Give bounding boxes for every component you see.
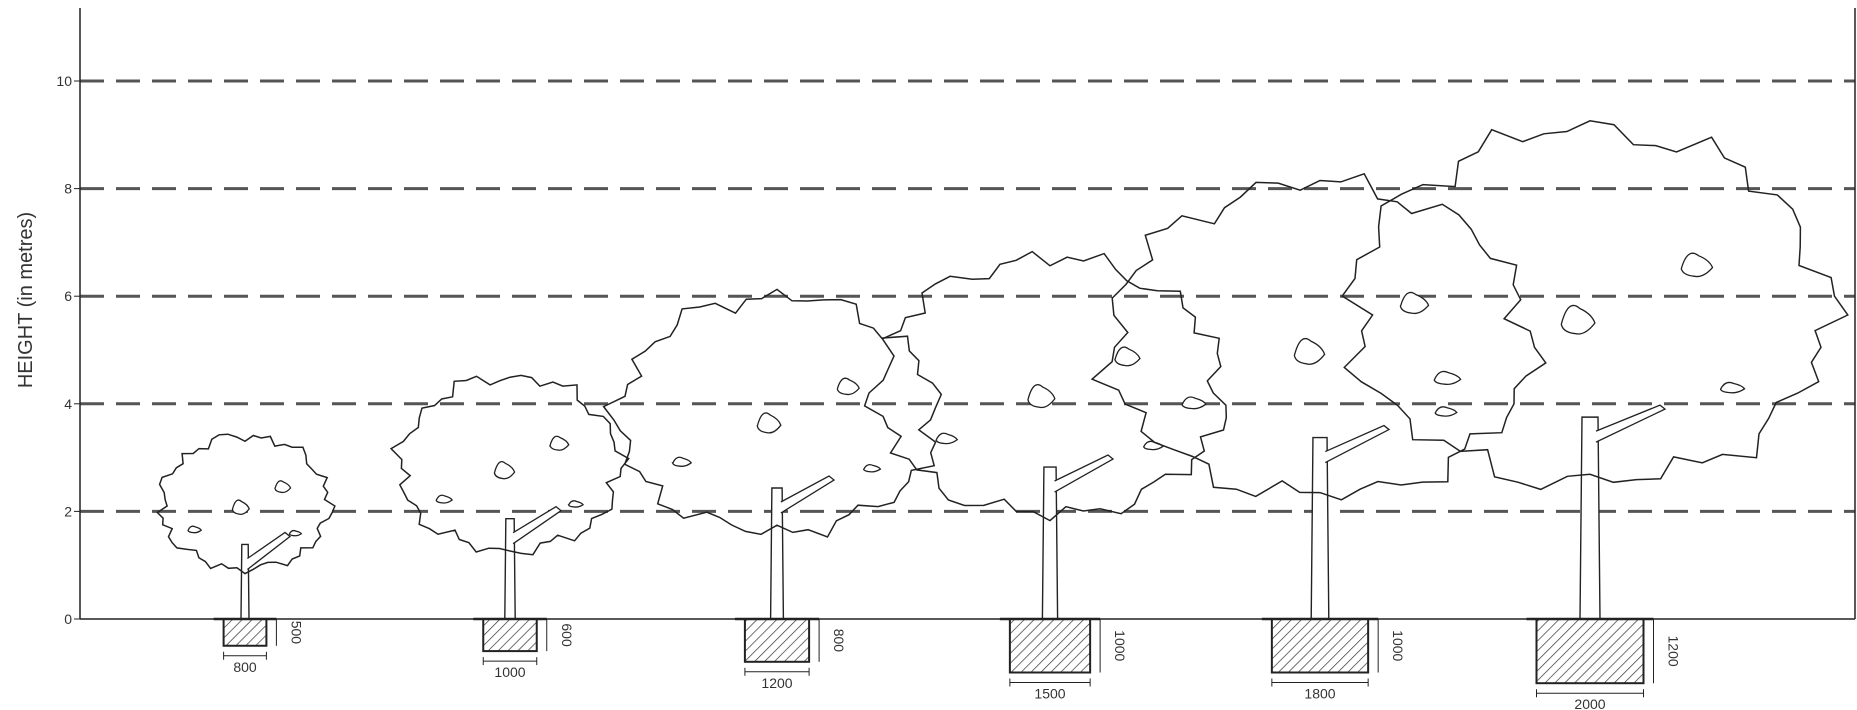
- tree-6: 2000 1200: [1341, 120, 1849, 710]
- trees: 8005001000600120080015001000180010002000…: [156, 120, 1849, 710]
- foliage-clump: [549, 435, 570, 451]
- pit-depth-label: 1000: [1390, 630, 1406, 661]
- pit-depth-label: 500: [288, 621, 304, 645]
- tree-4: 1500 1000: [863, 250, 1228, 702]
- pit-depth-label: 1000: [1112, 630, 1128, 661]
- pit-depth-label: 600: [559, 623, 575, 647]
- pit-width-label: 800: [233, 659, 257, 675]
- y-tick-label: 8: [64, 181, 72, 197]
- foliage-clump: [1560, 304, 1596, 335]
- foliage-clump: [288, 529, 303, 537]
- foliage-clump: [935, 432, 959, 445]
- pit-width-label: 1200: [761, 675, 792, 691]
- pit-width-label: 1000: [494, 664, 525, 680]
- y-tick-label: 4: [64, 396, 72, 412]
- foliage-clump: [1114, 346, 1141, 367]
- y-tick-label: 0: [64, 611, 72, 627]
- y-axis-label: HEIGHT (in metres): [15, 212, 37, 388]
- foliage-clump: [1719, 381, 1746, 394]
- foliage-clump: [1433, 370, 1462, 386]
- tree-pit: [1008, 618, 1092, 674]
- foliage-clump: [274, 480, 292, 494]
- foliage-clump: [231, 499, 250, 515]
- tree-branch: [247, 531, 292, 571]
- foliage-clump: [1293, 337, 1326, 365]
- tree-5: 1800 1000: [1090, 172, 1547, 702]
- foliage-clump: [1399, 291, 1430, 315]
- tree-trunk: [1579, 416, 1601, 620]
- pit-depth-label: 1200: [1666, 636, 1682, 667]
- tree-pit: [1535, 618, 1645, 685]
- y-tick-label: 6: [64, 288, 72, 304]
- tree-branch: [512, 505, 563, 545]
- y-tick-label: 10: [56, 73, 72, 89]
- foliage-clump: [1434, 406, 1458, 417]
- tree-canopy: [602, 288, 943, 538]
- tree-trunk: [240, 543, 250, 620]
- foliage-clump: [1027, 384, 1056, 409]
- y-tick-labels: 0 2 4 6 8 10: [56, 73, 80, 627]
- tree-branch: [1324, 424, 1391, 464]
- pit-width-label: 1500: [1034, 686, 1065, 702]
- foliage-clump: [1680, 252, 1714, 278]
- tree-canopy: [389, 374, 630, 556]
- foliage-clump: [1142, 440, 1164, 451]
- tree-pit: [743, 618, 811, 663]
- tree-canopy: [863, 250, 1228, 522]
- pit-width-label: 1800: [1304, 686, 1335, 702]
- tree-1: 800 500: [156, 433, 336, 675]
- tree-pit: [482, 618, 538, 653]
- foliage-clump: [862, 463, 882, 473]
- foliage-clump: [187, 525, 203, 534]
- tree-3: 1200 800: [602, 288, 943, 691]
- tree-2: 1000 600: [389, 374, 630, 680]
- tree-canopy: [156, 433, 336, 575]
- tree-branch: [780, 475, 836, 514]
- foliage-clump: [567, 500, 584, 508]
- tree-pit: [222, 618, 268, 647]
- tree-canopy: [1341, 120, 1849, 491]
- tree-branch: [1054, 454, 1115, 493]
- pit-depth-label: 800: [831, 629, 847, 653]
- foliage-clump: [435, 494, 453, 504]
- tree-trunk: [1310, 436, 1330, 620]
- tree-branch: [1595, 404, 1667, 443]
- foliage-clump: [756, 412, 782, 434]
- y-tick-label: 2: [64, 503, 72, 519]
- height-gridlines: [80, 79, 1855, 513]
- foliage-clump: [836, 377, 860, 396]
- tree-canopy: [1090, 172, 1547, 501]
- foliage-clump: [672, 456, 693, 467]
- foliage-clump: [493, 461, 516, 480]
- pit-width-label: 2000: [1574, 696, 1605, 710]
- foliage-clump: [1181, 396, 1207, 410]
- tree-pit: [1270, 618, 1370, 674]
